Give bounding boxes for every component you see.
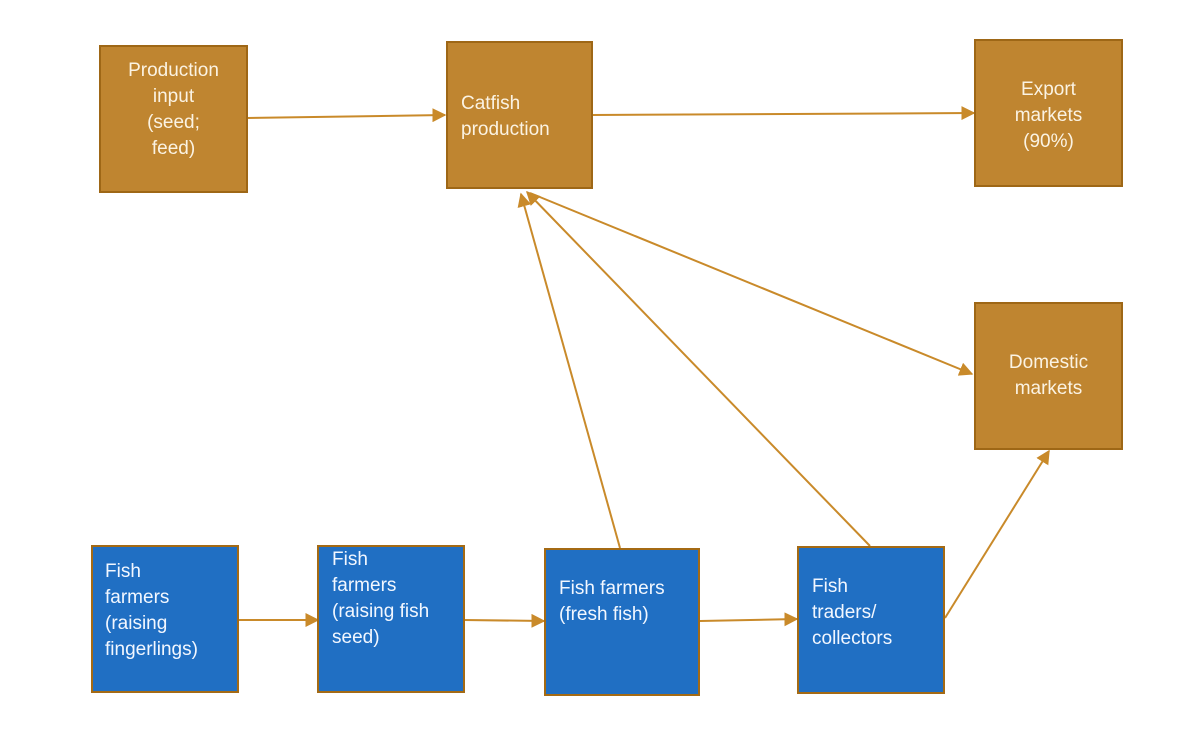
node-label: Fish traders/ collectors	[812, 576, 893, 649]
node-production-input: Production input (seed; feed)	[99, 45, 248, 193]
node-fish-traders: Fish traders/ collectors	[797, 546, 945, 694]
node-fish-farmers-seed: Fish farmers (raising fish seed)	[317, 545, 465, 693]
node-label: Catfish production	[461, 93, 550, 140]
node-catfish-production: Catfish production	[446, 41, 593, 189]
edge-fresh-to-catfish-production	[517, 192, 621, 549]
edge-traders-to-domestic-markets	[944, 449, 1050, 619]
node-label: Fish farmers (raising fingerlings)	[105, 561, 198, 660]
node-label: Domestic markets	[1008, 352, 1089, 399]
node-label: Fish farmers (fresh fish)	[559, 578, 665, 625]
node-fish-farmers-fresh: Fish farmers (fresh fish)	[544, 548, 700, 696]
edge-traders-to-catfish-production	[526, 190, 871, 547]
node-label: Export markets (90%)	[1014, 79, 1083, 152]
node-fish-farmers-fingerlings: Fish farmers (raising fingerlings)	[91, 545, 239, 693]
node-label: Production input (seed; feed)	[128, 60, 219, 159]
node-domestic-markets: Domestic markets	[974, 302, 1123, 450]
edge-catfish-production-to-domestic-markets	[529, 192, 974, 376]
edge-catfish-production-to-export-markets	[591, 106, 976, 121]
edge-fresh-to-traders	[699, 612, 799, 627]
edge-seed-to-fresh	[463, 613, 546, 628]
node-label: Fish farmers (raising fish seed)	[332, 549, 430, 648]
edge-production-input-to-catfish-production	[246, 108, 447, 123]
node-export-markets: Export markets (90%)	[974, 39, 1123, 187]
